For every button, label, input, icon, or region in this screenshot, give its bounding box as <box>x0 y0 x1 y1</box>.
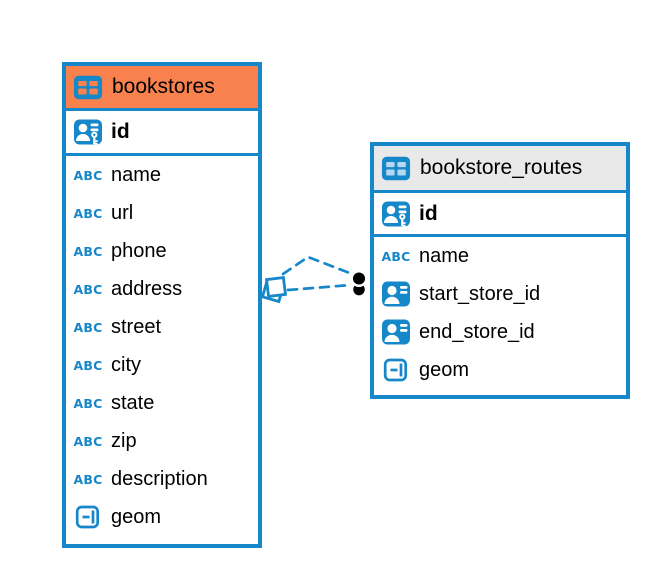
column-name: id <box>111 120 130 143</box>
column-name: zip <box>111 429 137 452</box>
column-row[interactable]: ABC street <box>66 308 258 346</box>
column-name: id <box>419 201 438 225</box>
entity-header-bookstore-routes[interactable]: bookstore_routes <box>374 146 626 193</box>
relationship-squares-marker <box>260 275 288 304</box>
relationship-dot-marker <box>350 269 368 298</box>
column-name: street <box>111 315 162 338</box>
column-row[interactable]: ABC url <box>66 194 258 232</box>
column-row-pk[interactable]: id <box>374 193 626 237</box>
geometry-type-icon <box>73 502 103 532</box>
table-icon <box>73 72 103 102</box>
primary-key-icon <box>73 117 103 147</box>
column-name: name <box>111 163 162 186</box>
column-row[interactable]: ABC zip <box>66 422 258 460</box>
column-row[interactable]: geom <box>66 498 258 536</box>
entity-bookstores[interactable]: bookstores id A <box>62 62 262 548</box>
entity-title: bookstore_routes <box>420 156 583 179</box>
text-type-icon: ABC <box>73 281 103 297</box>
primary-key-icon <box>381 199 411 229</box>
column-row[interactable]: end_store_id <box>374 313 626 351</box>
column-name: name <box>419 244 470 267</box>
column-row[interactable]: ABC phone <box>66 232 258 270</box>
text-type-icon: ABC <box>381 248 411 264</box>
relationship-line-lower[interactable] <box>286 283 353 292</box>
entity-title: bookstores <box>112 75 215 98</box>
column-name: url <box>111 201 134 224</box>
column-name: address <box>111 277 183 300</box>
column-name: city <box>111 353 141 376</box>
reference-key-icon <box>381 279 411 309</box>
entity-bookstore-routes[interactable]: bookstore_routes id <box>370 142 630 399</box>
column-list: ABC name start_store_id <box>374 237 626 389</box>
column-name: geom <box>419 358 470 381</box>
text-type-icon: ABC <box>73 319 103 335</box>
entity-header-bookstores[interactable]: bookstores <box>66 66 258 111</box>
text-type-icon: ABC <box>73 433 103 449</box>
relationship-line-upper[interactable] <box>281 255 354 276</box>
text-type-icon: ABC <box>73 167 103 183</box>
geometry-type-icon <box>381 355 411 385</box>
column-name: end_store_id <box>419 320 535 343</box>
column-row[interactable]: ABC name <box>374 237 626 275</box>
column-list: ABC name ABC url ABC phone ABC address A… <box>66 156 258 536</box>
text-type-icon: ABC <box>73 205 103 221</box>
table-icon <box>381 153 411 183</box>
column-row[interactable]: ABC city <box>66 346 258 384</box>
column-name: phone <box>111 239 167 262</box>
text-type-icon: ABC <box>73 471 103 487</box>
text-type-icon: ABC <box>73 357 103 373</box>
text-type-icon: ABC <box>73 243 103 259</box>
column-row[interactable]: ABC state <box>66 384 258 422</box>
column-name: description <box>111 467 208 490</box>
column-name: state <box>111 391 155 414</box>
column-row-pk[interactable]: id <box>66 111 258 156</box>
reference-key-icon <box>381 317 411 347</box>
text-type-icon: ABC <box>73 395 103 411</box>
column-row[interactable]: geom <box>374 351 626 389</box>
column-row[interactable]: ABC address <box>66 270 258 308</box>
column-row[interactable]: ABC name <box>66 156 258 194</box>
column-name: geom <box>111 505 162 528</box>
column-row[interactable]: ABC description <box>66 460 258 498</box>
column-row[interactable]: start_store_id <box>374 275 626 313</box>
column-name: start_store_id <box>419 282 541 305</box>
